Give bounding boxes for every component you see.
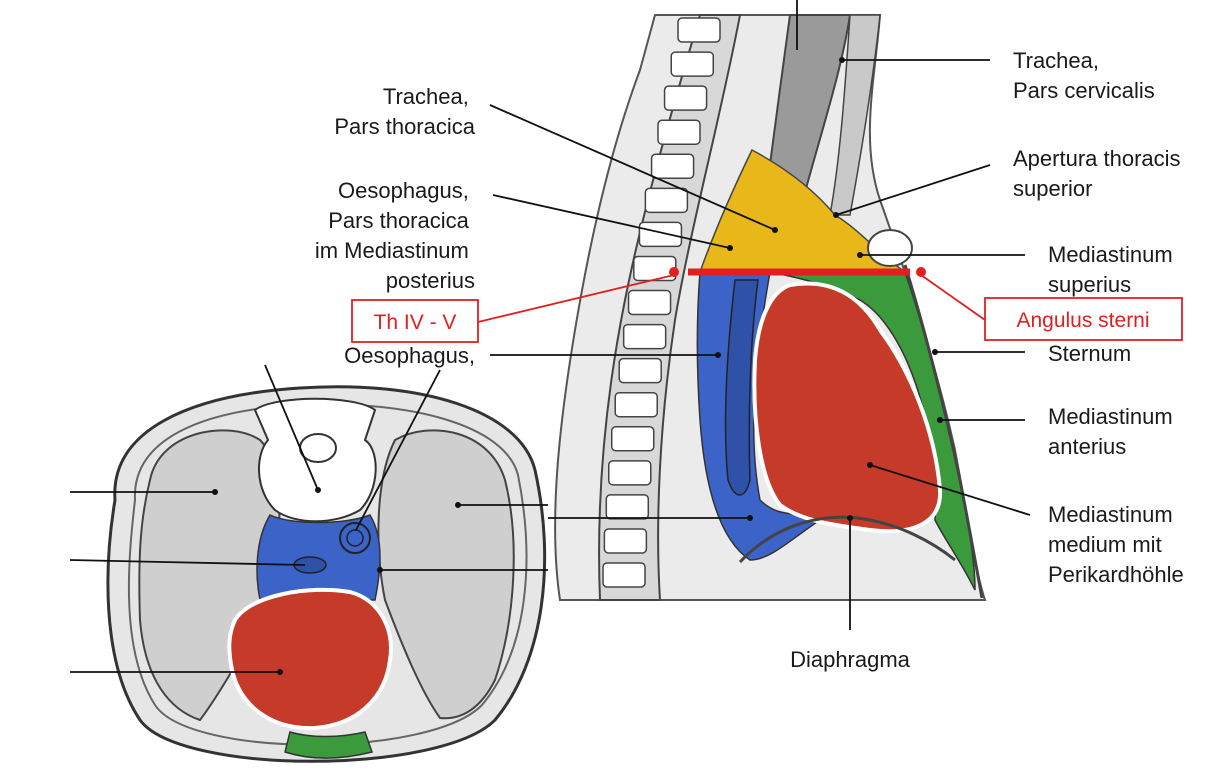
th-annotation-text: Th IV - V — [374, 311, 457, 334]
th-annotation-connector — [477, 274, 675, 323]
oesophagus-tube — [724, 279, 759, 496]
vertebral-body — [650, 153, 695, 179]
label-trachea-thoracica: Trachea, Pars thoracica — [334, 84, 475, 139]
vertebral-body — [638, 221, 683, 248]
label-mediastinum-superius: Mediastinum superius — [1048, 242, 1179, 297]
vertebral-body — [657, 119, 701, 145]
label-apertura: Apertura thoracis superior — [1013, 146, 1187, 201]
vertebral-body — [610, 426, 655, 452]
th-annotation-box — [351, 299, 479, 343]
sagittal-section — [554, 14, 987, 601]
vertebral-body — [605, 494, 650, 520]
th-level-dot-left — [669, 267, 679, 277]
th-level-dot-right — [916, 267, 926, 277]
axial-aorta-inner — [346, 529, 364, 547]
manubrium — [867, 229, 913, 267]
vertebral-body — [627, 289, 672, 316]
vertebral-body — [614, 391, 658, 418]
sternum-outline — [903, 264, 984, 599]
vertebral-body — [663, 85, 708, 111]
angulus-annotation-box — [984, 297, 1183, 341]
axial-anterius — [284, 731, 373, 759]
label-diaphragma: Diaphragma — [790, 647, 911, 672]
vertebral-body — [670, 51, 715, 77]
angulus-annotation-connector — [920, 274, 986, 321]
vertebral-body — [608, 460, 652, 486]
axial-section — [106, 385, 547, 763]
axial-aorta — [339, 522, 371, 554]
vertebral-body — [602, 562, 646, 588]
diaphragm-dome — [738, 515, 956, 564]
vertebral-body — [644, 187, 689, 214]
axial-heart — [227, 587, 393, 731]
vertebral-bodies — [602, 17, 721, 588]
label-oesophagus-thoracica: Oesophagus, Pars thoracica im Mediastinu… — [315, 178, 475, 293]
angulus-annotation-text: Angulus sterni — [1016, 309, 1149, 332]
region-mediastinum-medium — [752, 281, 943, 534]
leader-dots — [212, 57, 943, 675]
label-sternum: Sternum — [1048, 341, 1131, 366]
leader-lines — [69, 0, 1031, 673]
label-mediastinum-anterius: Mediastinum anterius — [1048, 404, 1179, 459]
vertebral-body — [622, 323, 667, 350]
vertebral-body — [677, 17, 721, 43]
trachea-cervical — [829, 14, 881, 216]
spinal-canal — [299, 433, 337, 463]
vertebral-body — [618, 357, 662, 384]
label-trachea-cervicalis: Trachea, Pars cervicalis — [1013, 48, 1155, 103]
lung-left — [377, 429, 515, 720]
label-oesophagus: Oesophagus, — [344, 343, 475, 368]
label-mediastinum-medium: Mediastinum medium mit Perikardhöhle — [1048, 502, 1184, 587]
vertebral-body — [603, 528, 648, 554]
